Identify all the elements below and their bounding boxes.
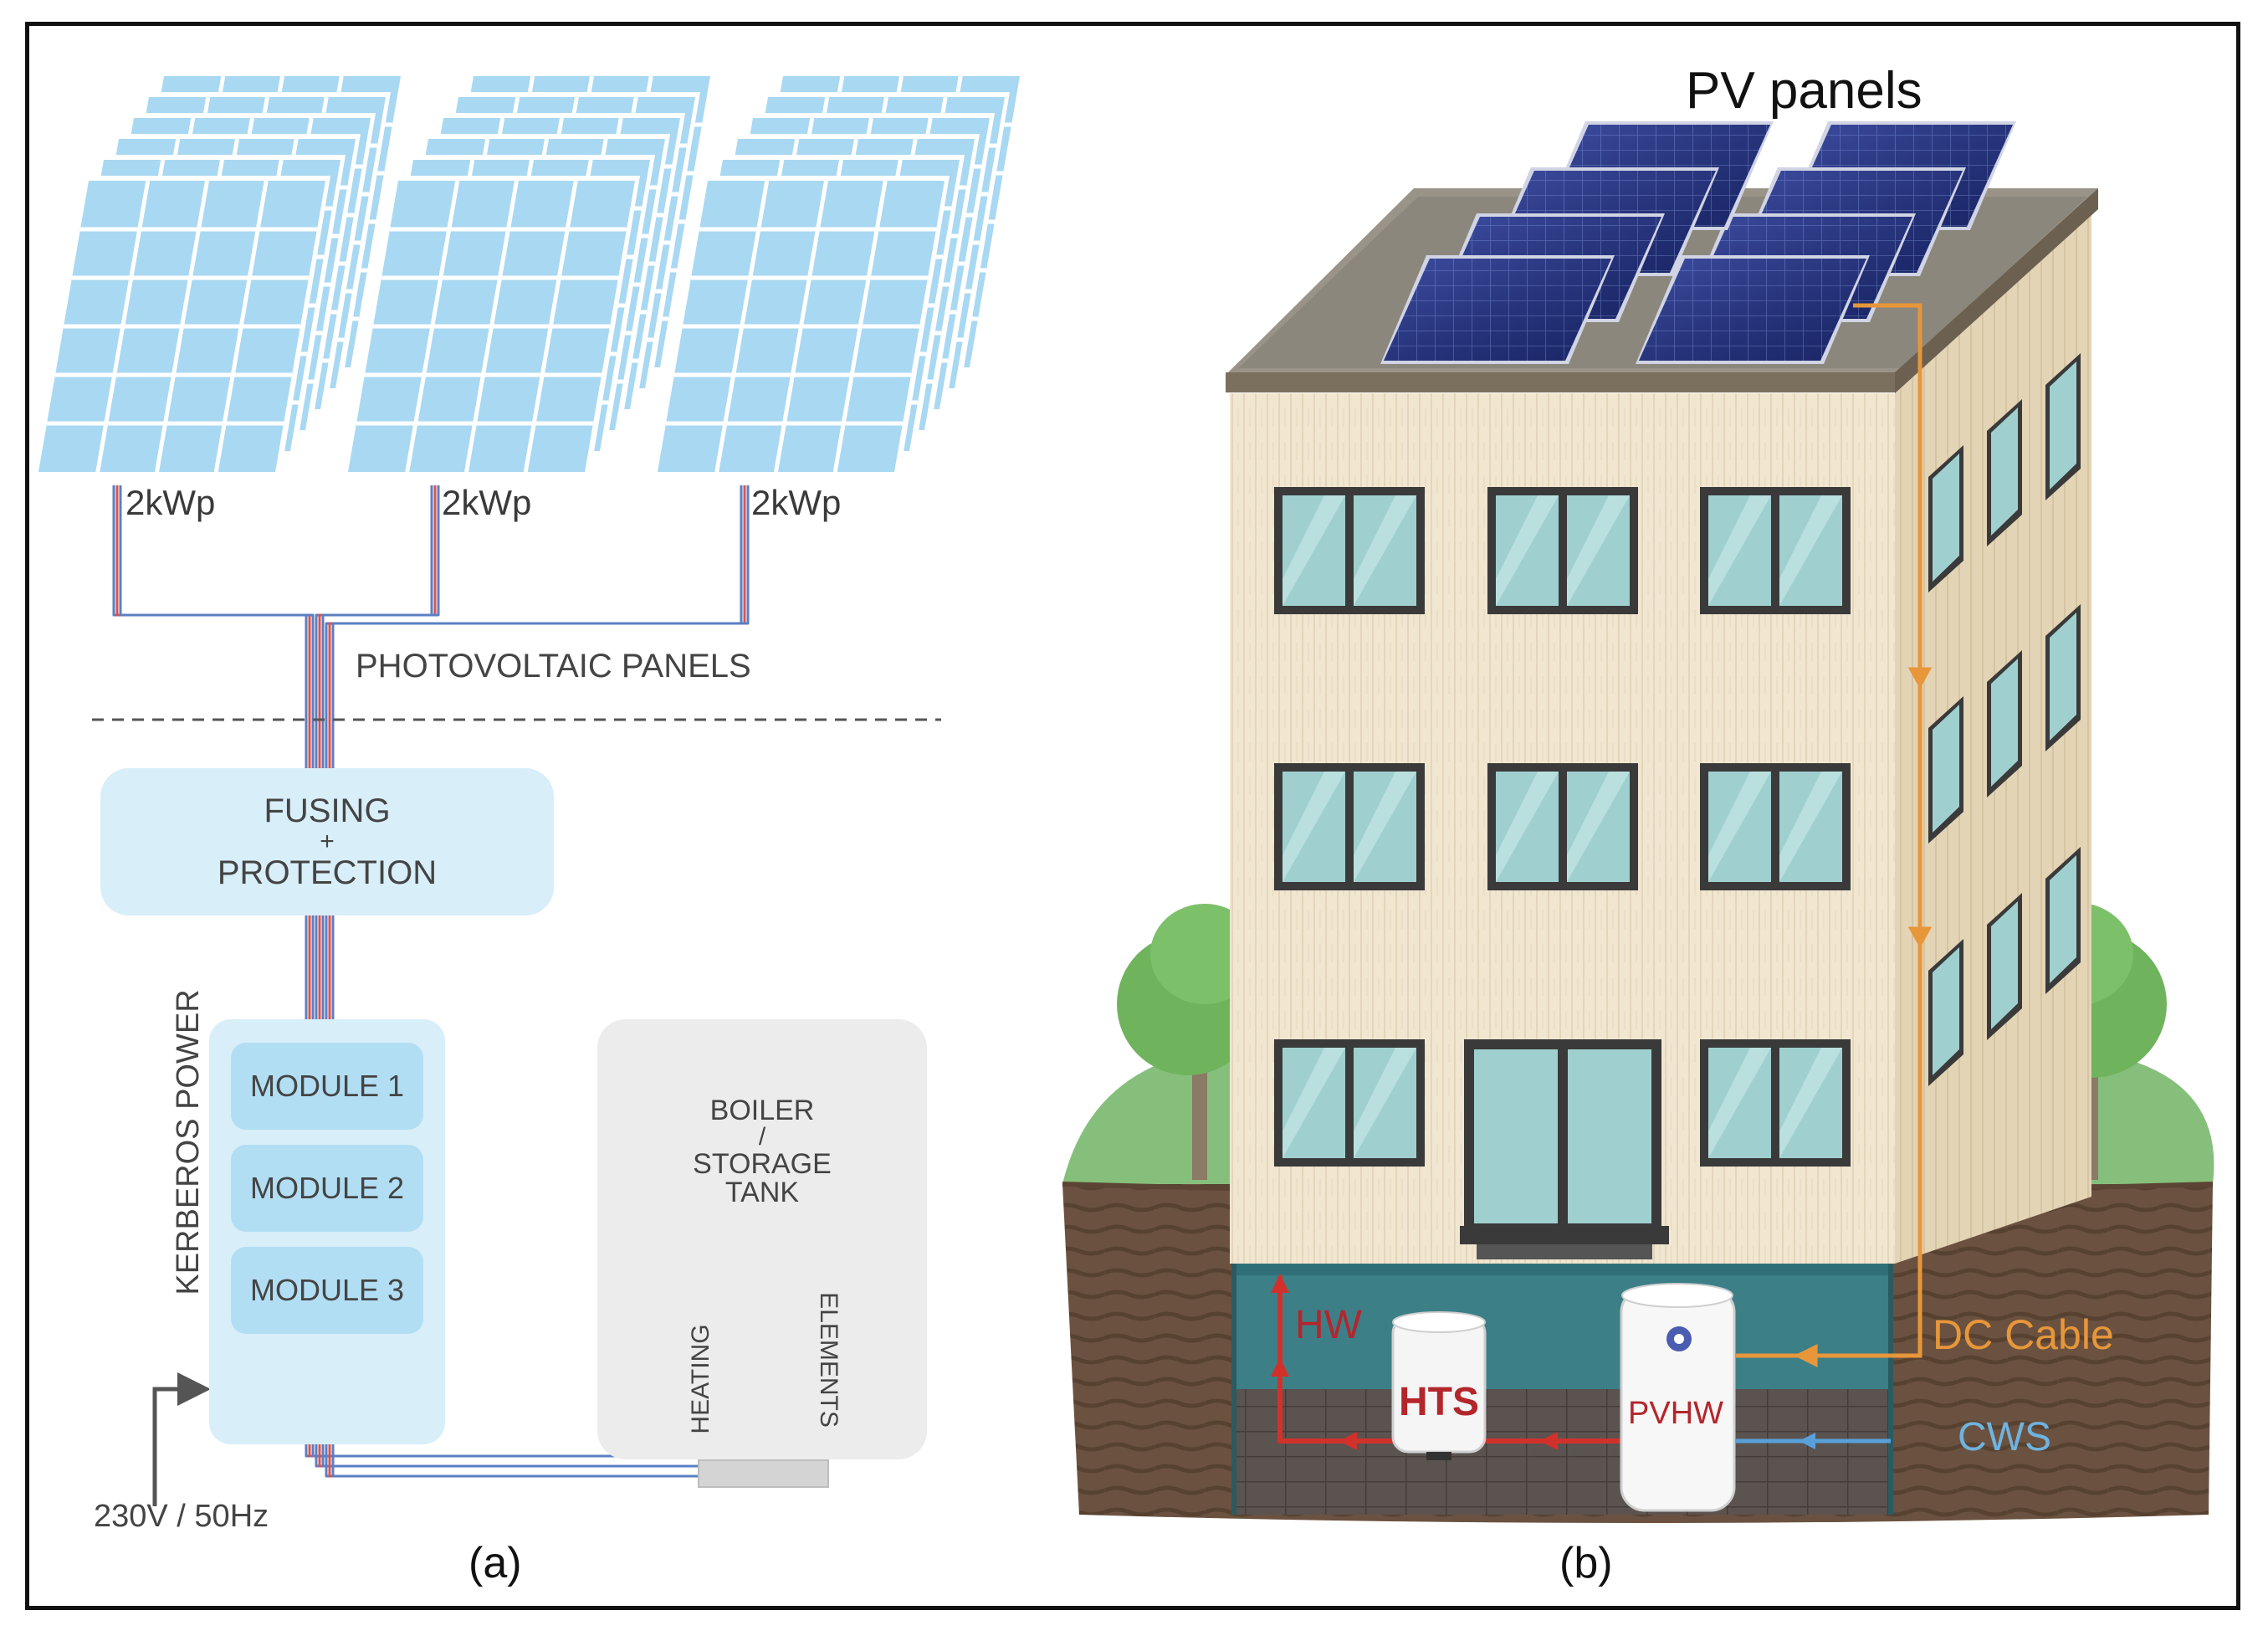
fusing-line-3: PROTECTION <box>217 854 438 891</box>
photovoltaic-panels-label: PHOTOVOLTAIC PANELS <box>356 648 751 685</box>
side-window <box>2045 353 2081 500</box>
fusing-protection-box: FUSING + PROTECTION <box>100 768 554 915</box>
boiler-line-3: STORAGE <box>693 1148 832 1180</box>
pvhw-tank <box>1620 1283 1736 1512</box>
window <box>1274 487 1425 614</box>
side-window <box>2045 604 2081 751</box>
window <box>1700 487 1851 614</box>
roof-solar-panels <box>1380 121 2016 364</box>
hts-label: HTS <box>1399 1380 1479 1424</box>
roof-solar-panel <box>1636 255 1870 364</box>
boiler-line-1: BOILER <box>709 1095 815 1126</box>
side-window <box>1987 399 2022 546</box>
fusing-line-2: + <box>320 828 335 855</box>
pv-arrays <box>33 71 1025 477</box>
array-3-rating: 2kWp <box>751 483 842 522</box>
window <box>1274 763 1425 890</box>
elements-label: ELEMENTS <box>815 1292 842 1428</box>
hts-tank <box>1391 1311 1487 1460</box>
cold-water-line <box>1736 1433 1891 1449</box>
windows <box>1274 353 2081 1230</box>
figure-border <box>25 22 2240 1610</box>
side-window <box>1987 893 2022 1040</box>
caption-a: (a) <box>468 1539 522 1587</box>
panel-b <box>1062 121 2214 1523</box>
module-1: MODULE 1 <box>231 1043 423 1130</box>
heating-label: HEATING <box>687 1324 714 1434</box>
supply-voltage-label: 230V / 50Hz <box>94 1499 269 1534</box>
caption-b: (b) <box>1559 1539 1613 1587</box>
panel-a <box>33 71 1025 1506</box>
window <box>1487 763 1638 890</box>
cws-label: CWS <box>1958 1415 2051 1459</box>
module-3: MODULE 3 <box>231 1247 423 1334</box>
boiler-storage-tank: BOILER / STORAGE TANK <box>597 1019 927 1459</box>
hot-water-line <box>1271 1274 1623 1450</box>
side-window <box>1928 696 1963 844</box>
side-window <box>2045 847 2081 994</box>
side-window <box>1928 445 1963 592</box>
module-2: MODULE 2 <box>231 1145 423 1232</box>
dc-cable-label: DC Cable <box>1933 1311 2114 1358</box>
hw-label: HW <box>1295 1303 1362 1347</box>
pv-panels-label: PV panels <box>1686 62 1922 120</box>
pvhw-label: PVHW <box>1628 1396 1723 1431</box>
pv-array-3 <box>653 71 1025 477</box>
array-1-rating: 2kWp <box>125 483 216 522</box>
pv-array-1 <box>33 71 406 477</box>
window <box>1487 487 1638 614</box>
dc-cable <box>1736 303 1933 1368</box>
side-window <box>1987 650 2022 797</box>
boiler-line-2: / <box>758 1123 766 1151</box>
boiler-line-4: TANK <box>724 1177 800 1208</box>
fusing-line-1: FUSING <box>264 792 391 829</box>
window <box>1700 1039 1851 1167</box>
window <box>1274 1039 1425 1167</box>
pv-array-2 <box>343 71 715 477</box>
supply-arrow <box>152 1372 211 1506</box>
kerberos-power-label: KERBEROS POWER <box>171 989 206 1295</box>
array-2-rating: 2kWp <box>442 483 532 522</box>
window <box>1700 763 1851 890</box>
roof-solar-panel <box>1380 255 1615 364</box>
side-window <box>1928 939 1963 1086</box>
entrance-door <box>1464 1039 1661 1230</box>
